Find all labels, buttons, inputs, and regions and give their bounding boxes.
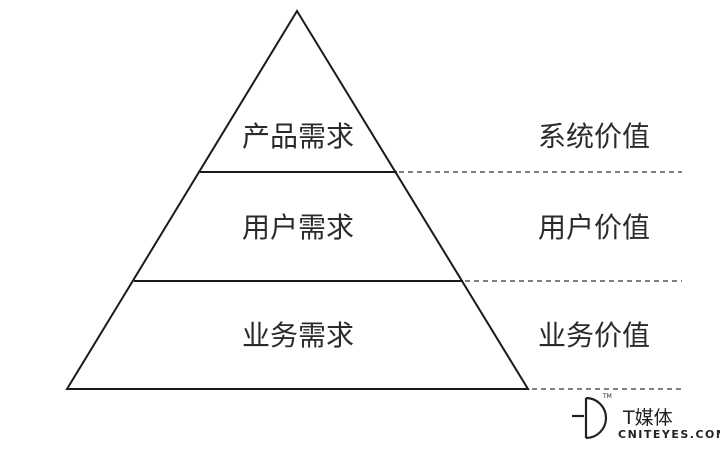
watermark-name: T媒体: [622, 407, 673, 429]
tier-label-product: 产品需求: [242, 120, 354, 153]
watermark-mark-icon: TM: [572, 393, 612, 440]
pyramid-outline: [65, 9, 530, 390]
value-label-business: 业务价值: [538, 319, 650, 352]
tier-label-business: 业务需求: [242, 319, 354, 352]
value-label-system: 系统价值: [538, 120, 650, 153]
tier-label-user: 用户需求: [242, 211, 354, 244]
value-label-user: 用户价值: [538, 211, 650, 244]
svg-text:TM: TM: [602, 393, 612, 400]
watermark-site: CNITEYES.COM: [618, 428, 720, 441]
watermark-logo: TM T媒体 CNITEYES.COM: [572, 393, 720, 441]
